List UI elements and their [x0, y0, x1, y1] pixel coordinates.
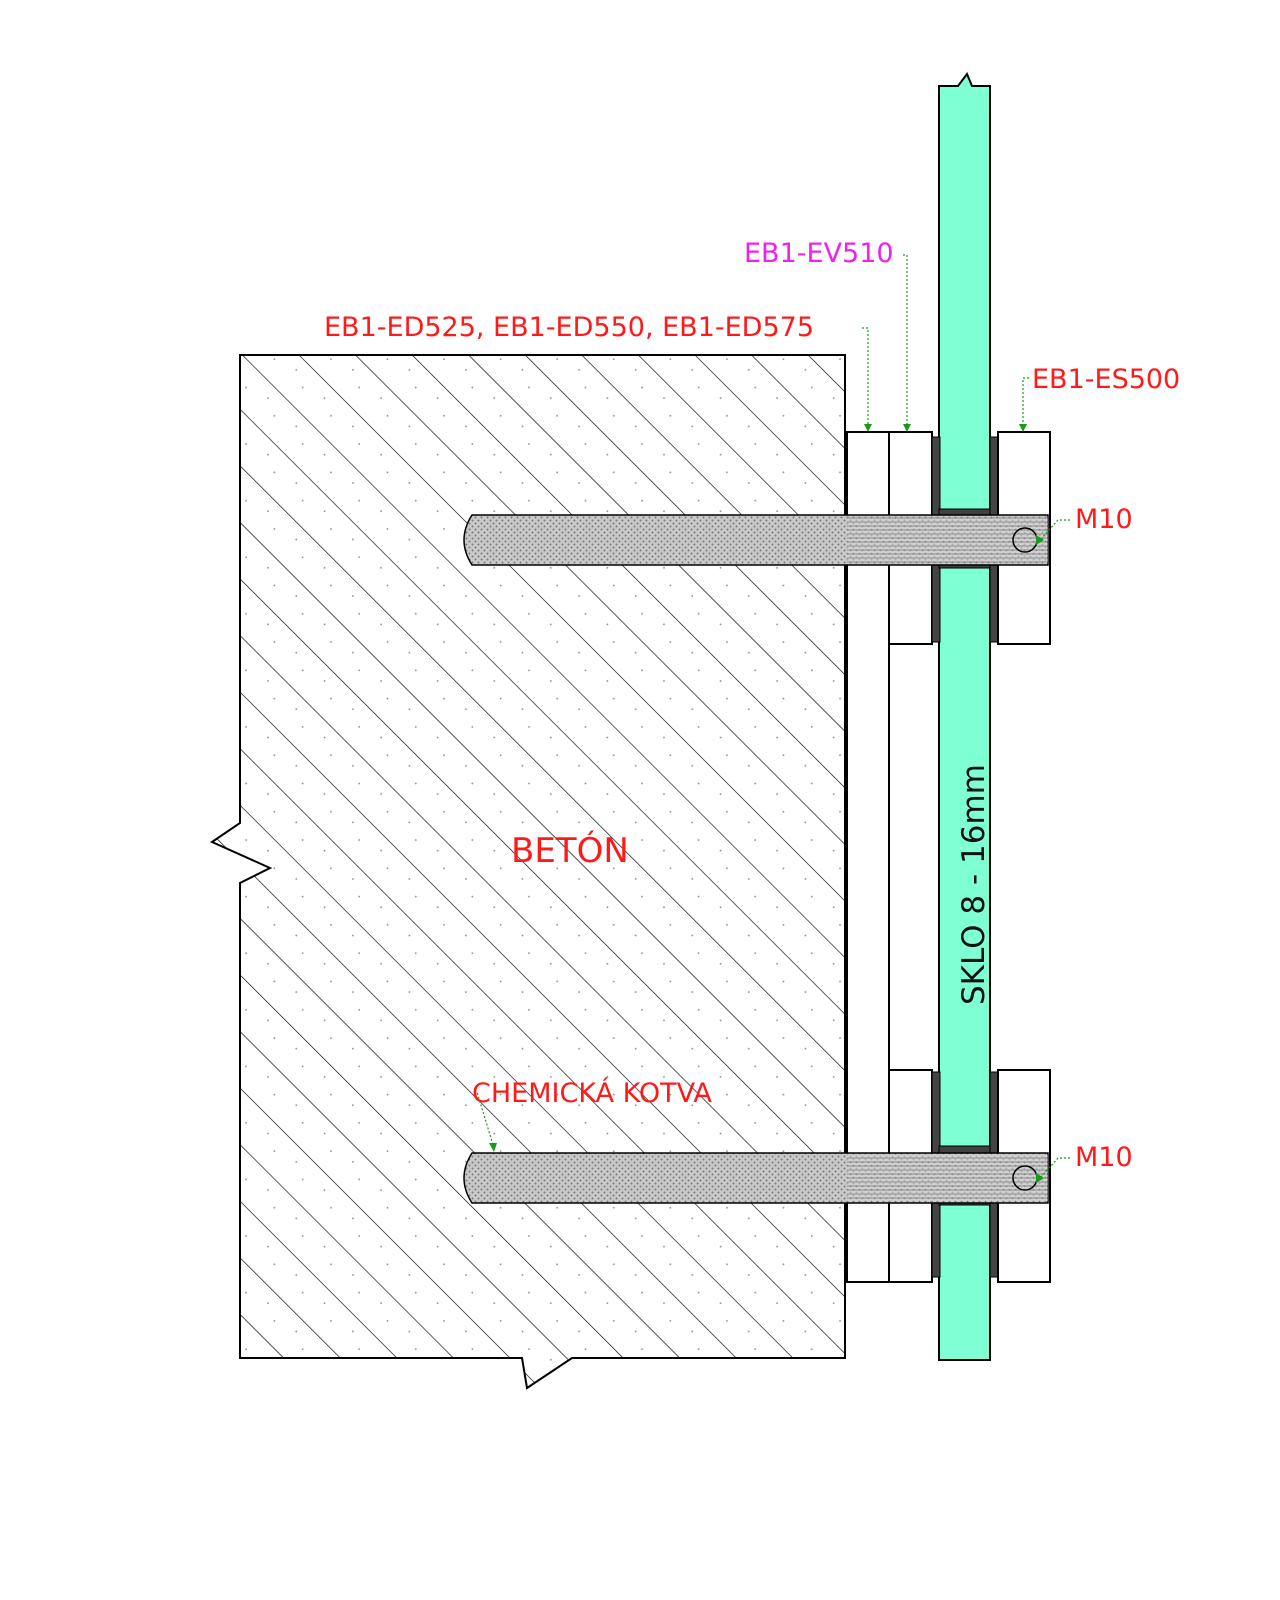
label-ev510: EB1-EV510: [744, 238, 894, 269]
leader-bolt-bottom: [1039, 1157, 1070, 1179]
glass-pane: [938, 72, 991, 1361]
concrete-block: [209, 354, 846, 1390]
leader-bolt-top: [1039, 519, 1070, 541]
label-glass: SKLO 8 - 16mm: [956, 764, 992, 1005]
label-bolt-bottom: M10: [1075, 1142, 1133, 1173]
label-anchor: CHEMICKÁ KOTVA: [472, 1077, 712, 1109]
leader-spacers: [862, 327, 869, 428]
leader-es500: [1022, 377, 1029, 428]
spacer-column-outer: [846, 431, 890, 1283]
leader-ev510: [903, 254, 908, 428]
label-bolt-top: M10: [1075, 504, 1133, 535]
label-spacers: EB1-ED525, EB1-ED550, EB1-ED575: [324, 312, 814, 343]
threaded-rod-top: [463, 514, 1049, 566]
leader-anchor: [474, 1091, 495, 1149]
label-es500: EB1-ES500: [1032, 364, 1180, 395]
threaded-rod-bottom: [463, 1152, 1049, 1204]
label-concrete: BETÓN: [511, 830, 629, 871]
